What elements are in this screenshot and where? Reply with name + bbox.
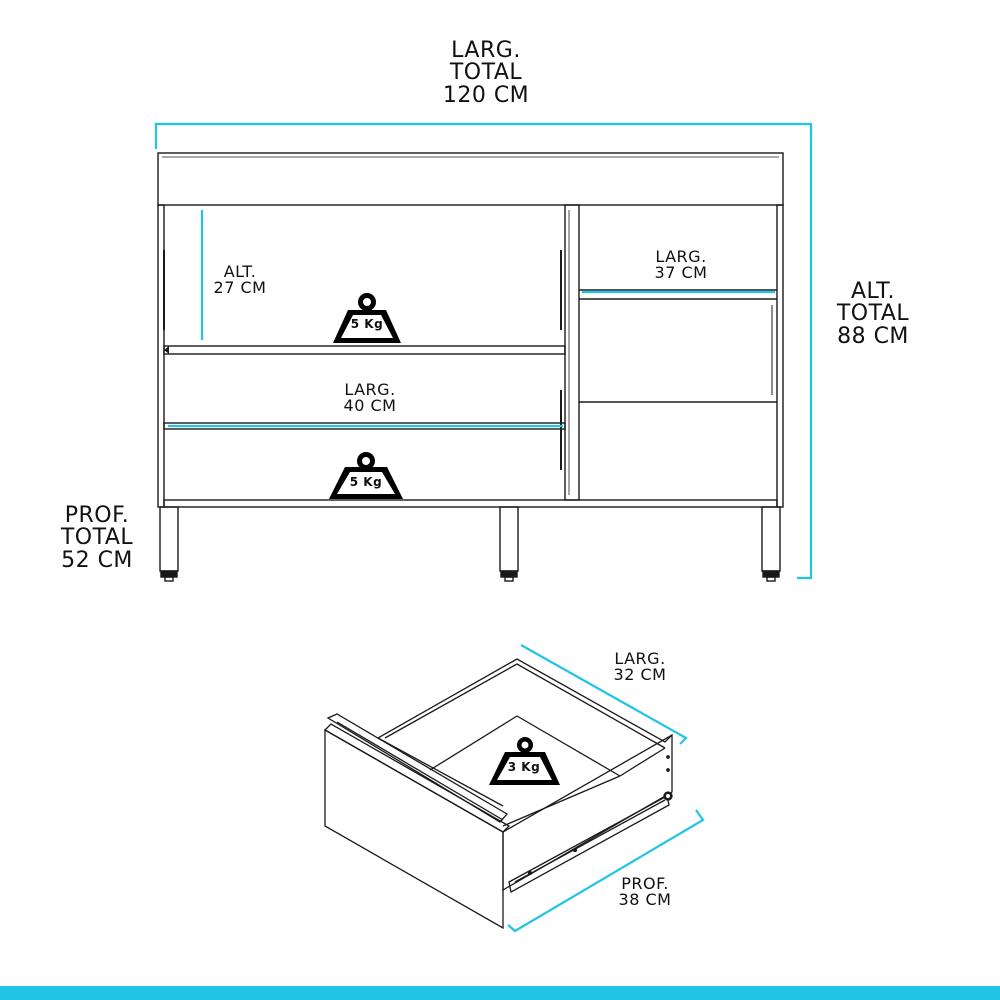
left-width-line2: 40 CM — [343, 396, 397, 416]
total-height-line1: ALT. — [850, 279, 896, 304]
total-width-label: LARG. TOTAL 120 CM — [426, 38, 546, 108]
drawer-width-line1: LARG. — [614, 649, 666, 668]
cabinet-upper-shelf — [163, 345, 566, 355]
cabinet-middle-divider — [564, 204, 580, 501]
drawer-right-side — [502, 733, 673, 892]
drawer-drawing — [323, 658, 673, 930]
right-width-line2: 37 CM — [654, 263, 708, 283]
total-width-line1: LARG. — [451, 38, 521, 63]
bottom-accent-bar — [0, 986, 1000, 1000]
cabinet-legs — [159, 506, 781, 582]
total-height-line — [797, 124, 813, 580]
cabinet-leg — [499, 506, 519, 572]
drawer-width-label: LARG. 32 CM — [595, 649, 685, 685]
right-width-line1: LARG. — [655, 247, 707, 266]
left-compartment-width-label: LARG. 40 CM — [325, 380, 415, 416]
niche-height-line2: 27 CM — [213, 278, 267, 298]
upper-shelf-load-label: 5 Kg — [350, 317, 384, 331]
total-depth-line3: 52 CM — [61, 547, 133, 573]
total-depth-label: PROF. TOTAL 52 CM — [42, 503, 152, 573]
lower-shelf-load-label: 5 Kg — [349, 475, 383, 489]
total-depth-line2: TOTAL — [60, 525, 134, 551]
drawer-handle — [326, 713, 509, 823]
weight-icon — [333, 293, 401, 343]
cabinet-drawing — [157, 152, 784, 582]
cabinet-dimension-lines — [154, 122, 813, 580]
total-width-line3: 120 CM — [442, 82, 530, 108]
left-width-line1: LARG. — [344, 380, 396, 399]
total-height-line3: 88 CM — [837, 323, 909, 349]
drawer-width-line2: 32 CM — [613, 665, 667, 685]
drawer-slide-rail — [508, 795, 670, 893]
right-compartment-width-label: LARG. 37 CM — [636, 247, 726, 283]
drawer-depth-line — [507, 809, 705, 933]
niche-height-label: ALT. 27 CM — [200, 262, 280, 298]
cabinet-top-panel — [157, 152, 784, 206]
cabinet-right-side — [776, 204, 784, 508]
drawer-load-label: 3 Kg — [507, 760, 541, 774]
total-width-line2: TOTAL — [449, 60, 523, 86]
weight-icon — [489, 737, 560, 785]
drawer-depth-label: PROF. 38 CM — [600, 874, 690, 910]
cabinet-leg — [159, 506, 179, 572]
niche-height-line1: ALT. — [223, 262, 257, 281]
drawer-depth-line2: 38 CM — [618, 890, 672, 910]
drawer-dimension-lines — [507, 644, 705, 933]
total-width-line — [154, 122, 813, 149]
total-height-label: ALT. TOTAL 88 CM — [818, 279, 928, 349]
drawer-width-line — [520, 644, 688, 745]
total-depth-line1: PROF. — [64, 503, 130, 528]
drawer-depth-line1: PROF. — [621, 874, 669, 893]
cabinet-middle-shelf — [163, 422, 566, 430]
weight-icon — [329, 452, 403, 499]
total-height-line2: TOTAL — [836, 301, 910, 327]
cabinet-bottom-panel — [163, 499, 778, 508]
cabinet-leg — [761, 506, 781, 572]
